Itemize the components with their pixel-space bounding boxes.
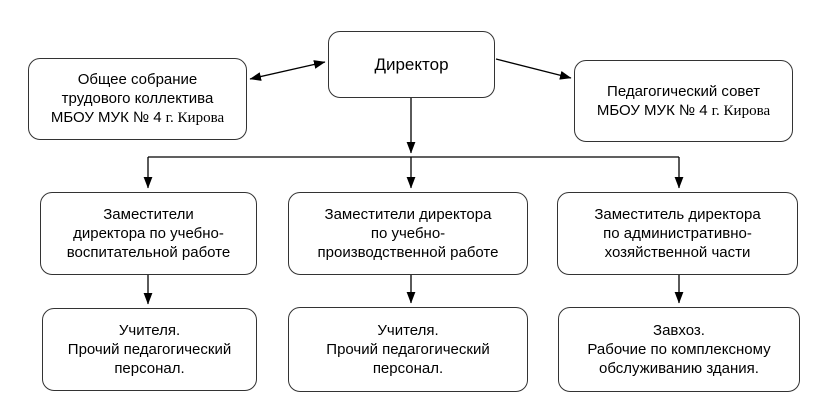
text-line: воспитательной работе [66,244,231,261]
text-line: Прочий педагогический [67,341,232,358]
text-line: Заместители директора [324,206,492,223]
text-line: хозяйственной части [604,244,751,261]
text-line: Прочий педагогический [326,341,490,358]
text-line: обслуживанию здания. [599,360,759,377]
node-director-label: Директор [374,55,449,74]
node-teachers-center: Учителя. Прочий педагогический персонал. [288,307,528,392]
text-line: директора по учебно- [73,225,224,242]
text-line: персонал. [372,360,444,377]
text-line: Завхоз. [653,322,705,339]
text-line: Учителя. [377,322,439,339]
text-line: Учителя. [118,322,181,339]
node-director: Директор [328,31,495,98]
node-general-meeting: Общее собрание трудового коллектива МБОУ… [28,58,247,140]
text-fragment-sans: МБОУ МУК № 4 [50,109,162,126]
node-maintenance: Завхоз. Рабочие по комплексному обслужив… [558,307,800,392]
node-deputy-administrative: Заместитель директора по административно… [557,192,798,275]
connector-director-general-meeting [249,60,326,81]
text-line: Педагогический совет [607,82,760,100]
text-line: персонал. [114,360,185,377]
text-line: производственной работе [317,244,499,261]
node-deputy-production: Заместители директора по учебно- произво… [288,192,528,275]
node-teachers-left: Учителя. Прочий педагогический персонал. [42,308,257,391]
text-fragment-sans: МБОУ МУК № 4 [596,101,708,119]
text-fragment-serif: г. Кирова [711,102,771,119]
text-line: трудового коллектива [61,90,214,107]
text-line: Заместитель директора [594,206,761,223]
text-line: по административно- [603,225,752,242]
text-line: по учебно- [370,225,446,242]
connector-director-pedagogical-council [495,58,572,80]
text-fragment-serif: г. Кирова [165,110,225,126]
node-deputy-educational: Заместители директора по учебно- воспита… [40,192,257,275]
text-line: Рабочие по комплексному [587,341,771,358]
text-line: Общее собрание [77,71,198,88]
text-line: Заместители [103,206,194,223]
